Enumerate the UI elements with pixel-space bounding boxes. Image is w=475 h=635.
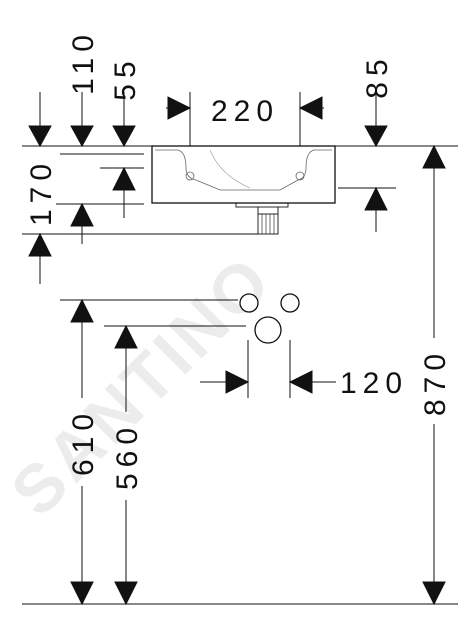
basin-waste-outlet (235, 202, 289, 235)
dim-label-610: 610 (67, 408, 100, 476)
waste-connection (254, 316, 282, 344)
dim-label-560: 560 (111, 422, 144, 490)
dim-label-120: 120 (340, 367, 408, 400)
water-supply-right (280, 293, 300, 313)
dim-label-170: 170 (25, 158, 58, 226)
extension-lines (22, 92, 458, 605)
water-supply-left (239, 293, 259, 313)
dimension-arrows (28, 92, 446, 606)
basin-overflow-left (185, 171, 195, 181)
basin-body (151, 145, 336, 204)
dim-label-85: 85 (361, 53, 394, 98)
basin-bowl-contour (155, 149, 332, 191)
dim-label-870: 870 (419, 348, 452, 416)
dim-label-55: 55 (109, 55, 142, 100)
basin-drain-slope (209, 149, 251, 189)
wall-connections (239, 293, 300, 344)
basin (151, 145, 336, 204)
basin-overflow-right (295, 171, 305, 181)
dim-label-220: 220 (211, 95, 279, 128)
dim-label-110: 110 (67, 29, 100, 95)
